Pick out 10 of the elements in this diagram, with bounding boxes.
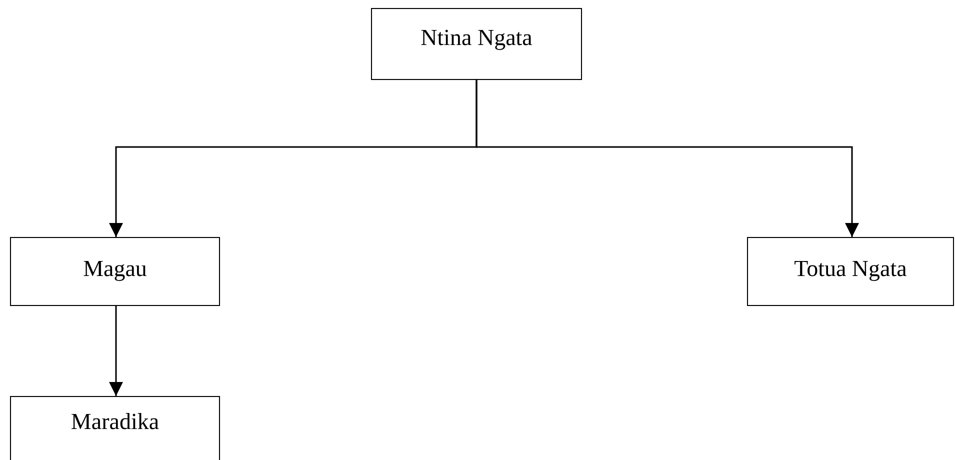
name-text: Ntina Ngata	[420, 25, 532, 52]
name-box	[10, 237, 220, 306]
name-box	[10, 396, 220, 460]
name-box	[747, 237, 954, 306]
name-text: Totua Ngata	[794, 256, 907, 283]
name-box	[371, 8, 582, 80]
name-text: Maradika	[70, 409, 160, 436]
name-text: Magau	[83, 256, 147, 283]
arrow	[476, 80, 859, 237]
arrow	[109, 306, 123, 396]
